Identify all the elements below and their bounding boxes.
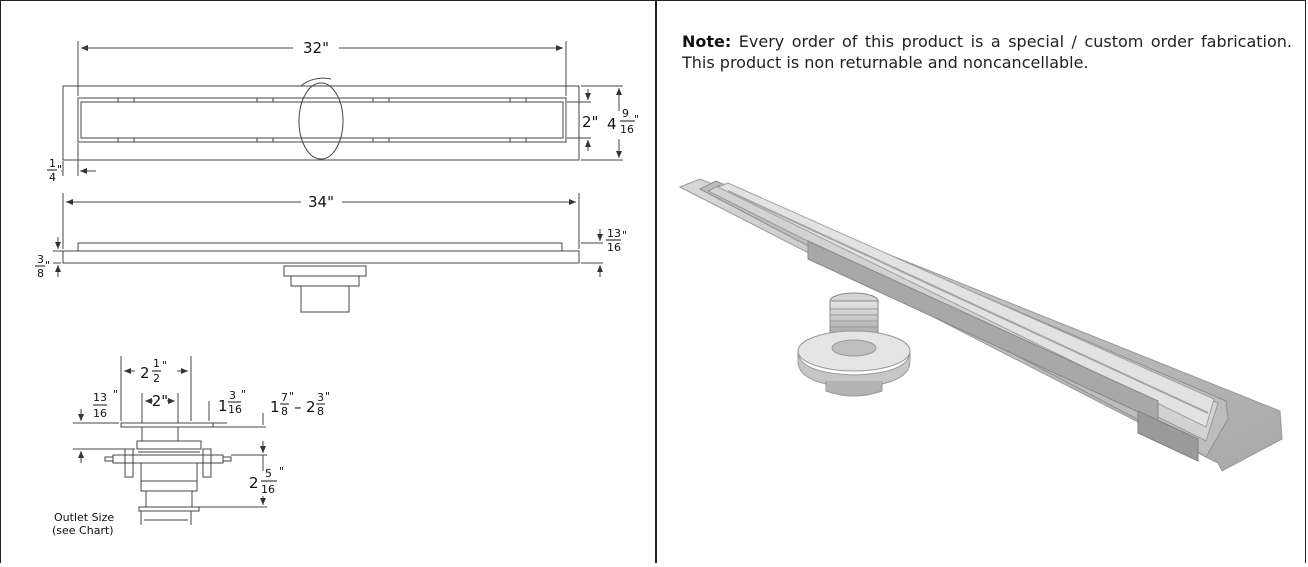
outlet-adjust-from-den: 8 [281, 405, 288, 418]
svg-text:": " [45, 259, 50, 272]
svg-text:": " [325, 390, 330, 403]
outlet-adjust-from-whole: 1 [270, 398, 280, 416]
outlet-adjust-to-den: 8 [317, 405, 324, 418]
outlet-body-den: 16 [261, 483, 275, 496]
svg-text:": " [241, 388, 246, 401]
side-height-num: 13 [607, 227, 621, 240]
outlet-flange-num: 1 [153, 357, 160, 370]
svg-text:": " [289, 390, 294, 403]
side-flange-num: 3 [37, 253, 44, 266]
outlet-body-num: 5 [265, 467, 272, 480]
top-outer-width-whole: 4 [607, 115, 617, 133]
drain-outlet-rendering [797, 292, 911, 397]
side-view-drawing [62, 242, 580, 313]
outlet-adjust-to-whole: 2 [306, 398, 316, 416]
note-text: Every order of this product is a special… [682, 32, 1293, 72]
outlet-section-drawing [104, 422, 232, 512]
outlet-collar-whole: 1 [218, 397, 228, 415]
outlet-adjust-to-num: 3 [317, 391, 324, 404]
product-image [678, 178, 1283, 472]
note-label: Note: [682, 32, 732, 51]
outlet-collar-num: 3 [229, 389, 236, 402]
product-panel: Note: Every order of this product is a s… [658, 1, 1304, 563]
svg-text:": " [113, 388, 118, 401]
outlet-flange-den: 2 [153, 372, 160, 385]
linear-drain-rendering [678, 178, 1283, 472]
svg-text:": " [622, 229, 627, 242]
outlet-adjust-from-num: 7 [281, 391, 288, 404]
outlet-top-den: 16 [93, 407, 107, 420]
outlet-flange-whole: 2 [140, 364, 150, 382]
svg-text:": " [634, 113, 639, 126]
outlet-top-num: 13 [93, 391, 107, 404]
technical-drawing: 32" 2" 4 9 16 " 1 4 " 34" 13 16 " 3 8 " … [35, 39, 639, 537]
top-outer-width-num: 9 [622, 107, 629, 120]
top-length-label: 32" [303, 39, 329, 57]
svg-text:": " [162, 359, 167, 372]
svg-text:–: – [294, 398, 302, 416]
panel-divider [655, 0, 657, 563]
side-flange-den: 8 [37, 267, 44, 280]
product-note: Note: Every order of this product is a s… [682, 31, 1292, 73]
outlet-collar-den: 16 [228, 403, 242, 416]
top-view-drawing [62, 77, 580, 161]
side-length-label: 34" [308, 193, 334, 211]
outlet-body-whole: 2 [249, 474, 259, 492]
svg-text:": " [279, 465, 284, 478]
top-inner-width-label: 2" [582, 113, 598, 131]
side-height-den: 16 [607, 241, 621, 254]
outlet-size-chart-note: (see Chart) [52, 524, 114, 537]
top-flange-num: 1 [49, 157, 56, 170]
top-flange-den: 4 [49, 171, 56, 184]
technical-drawing-panel: 32" 2" 4 9 16 " 1 4 " 34" 13 16 " 3 8 " … [1, 1, 655, 563]
svg-text:": " [57, 163, 62, 176]
outlet-inner-label: 2" [152, 392, 168, 410]
outlet-size-label: Outlet Size [54, 511, 114, 524]
top-outer-width-den: 16 [620, 123, 634, 136]
